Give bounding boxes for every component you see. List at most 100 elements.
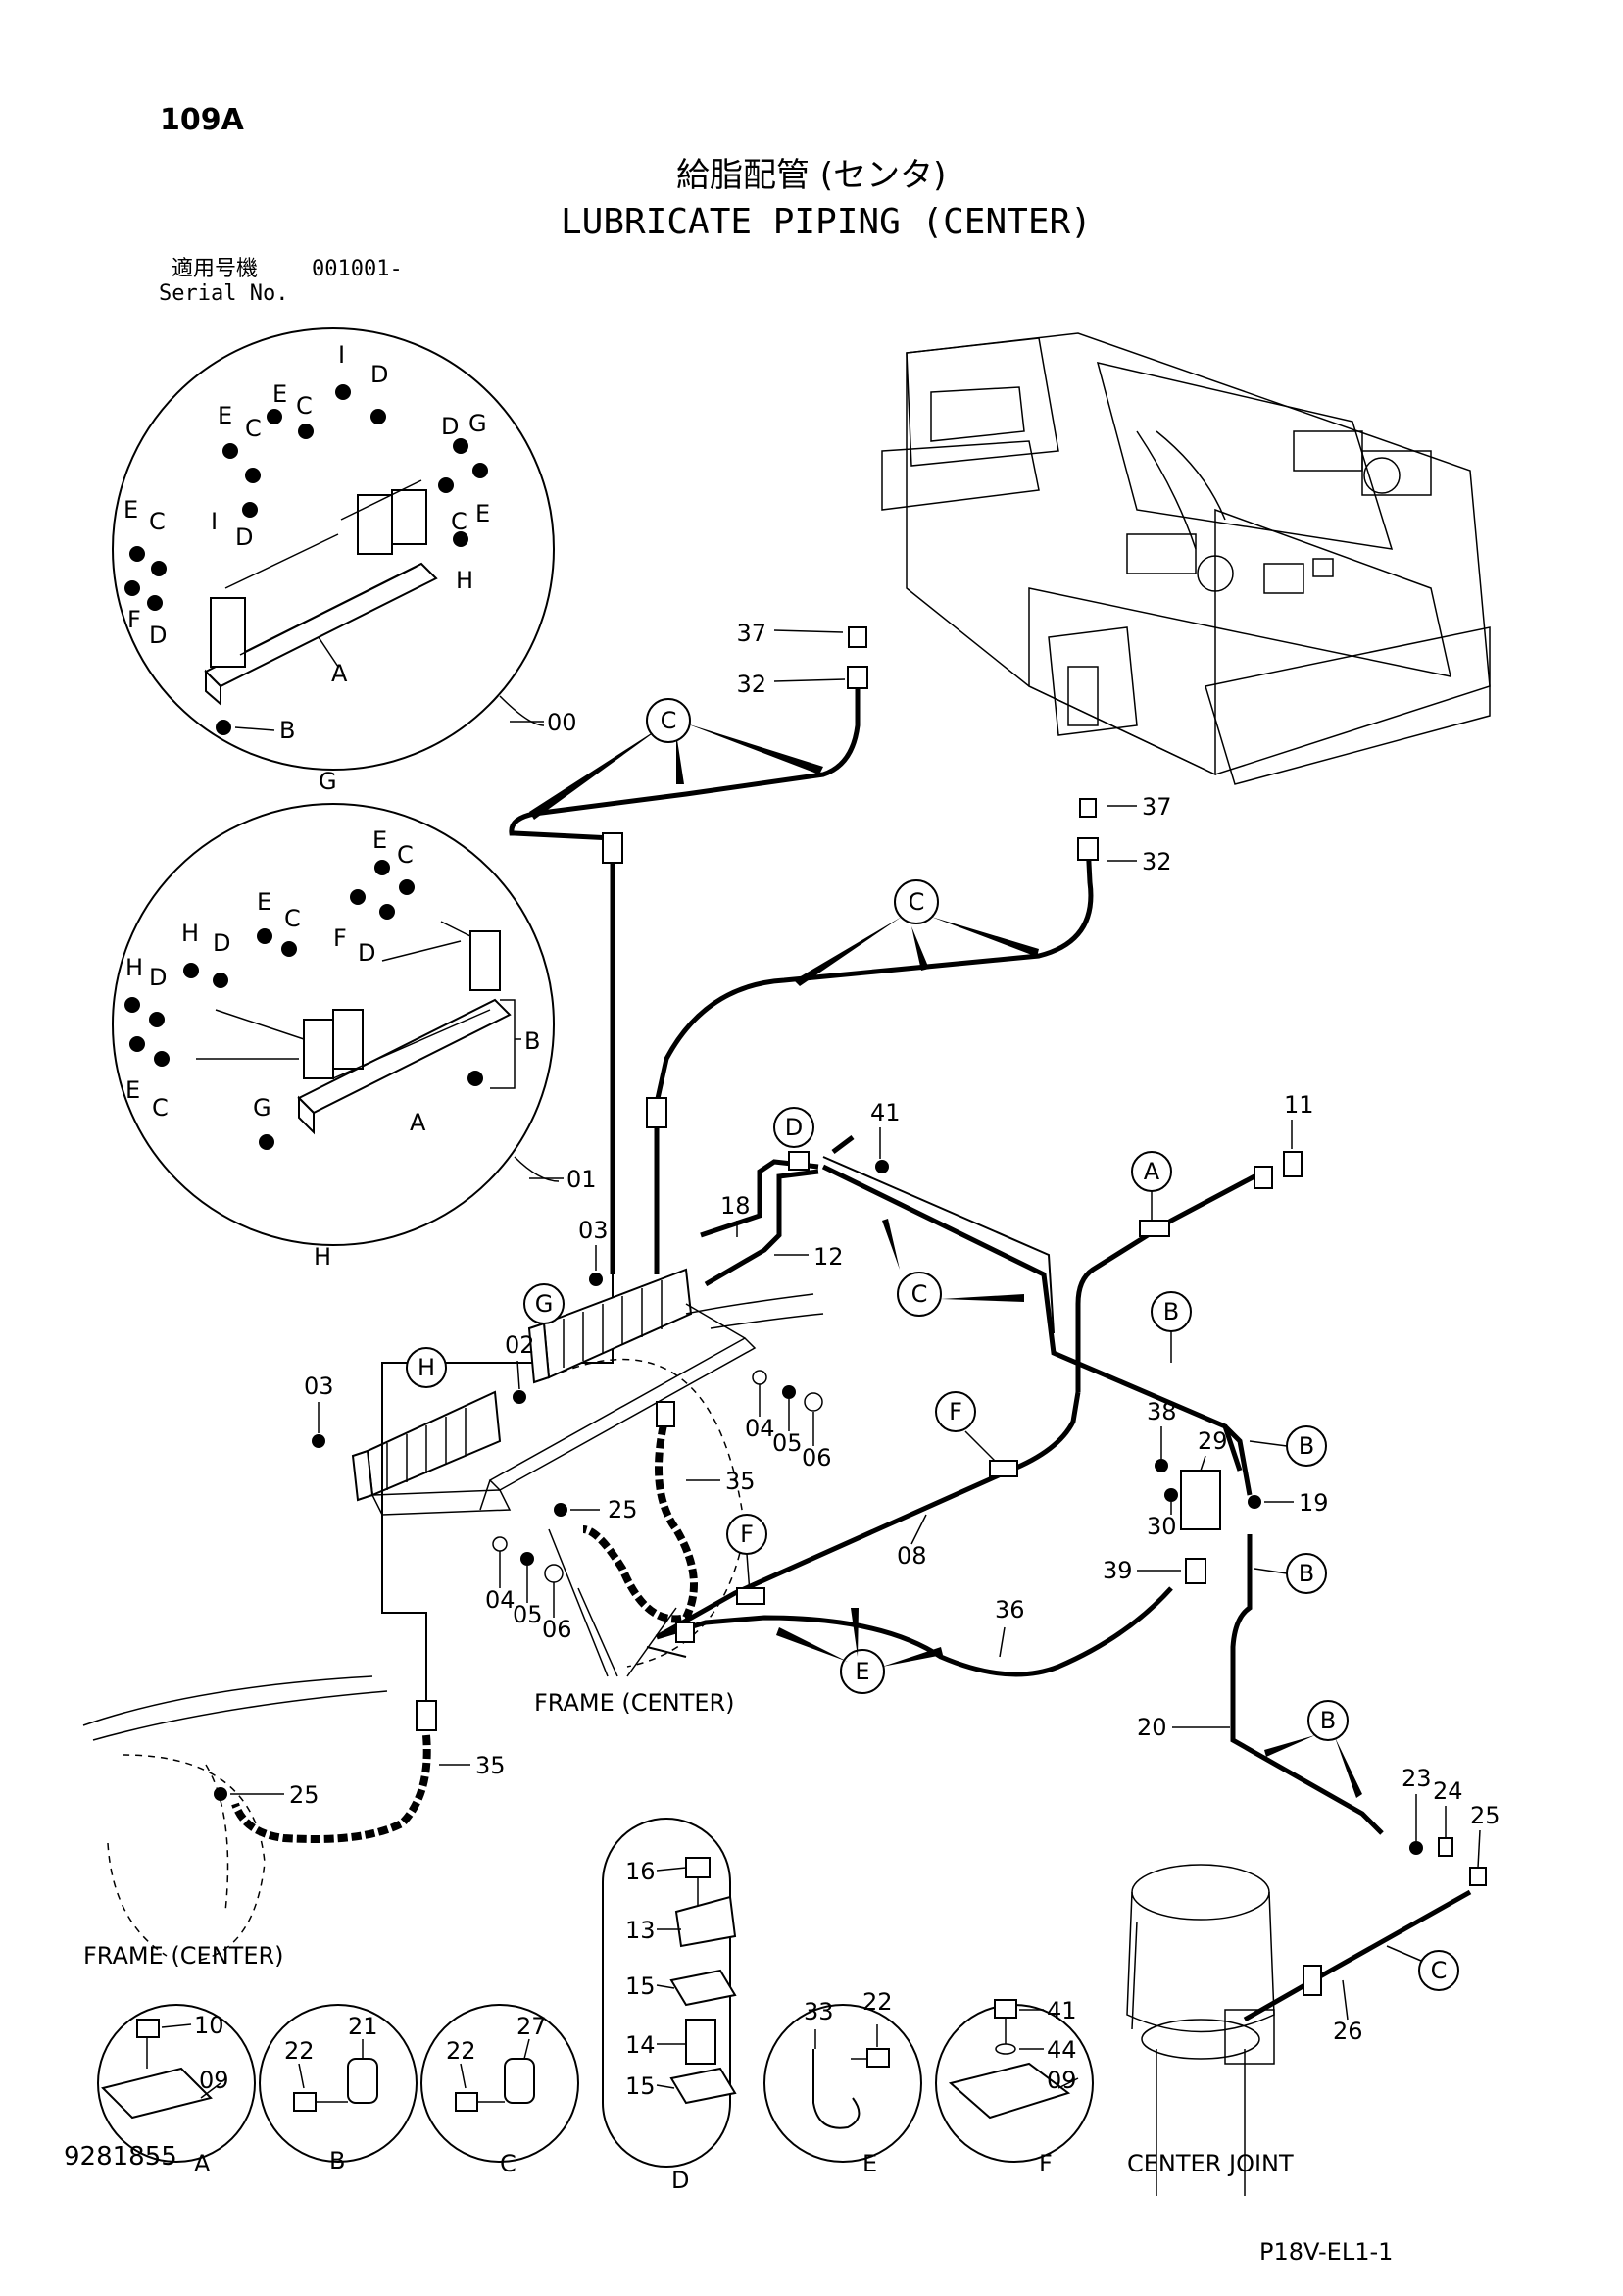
g-letter-c: C [245, 415, 262, 442]
part-04: 04 [485, 1586, 516, 1614]
callout-h: H [418, 1354, 435, 1381]
h-letter-e: E [372, 826, 387, 854]
part-32: 32 [736, 671, 766, 698]
g-letter-d: D [235, 524, 253, 551]
pipe-run-second: 37 32 C [646, 793, 1172, 1274]
g-letter-i: I [211, 508, 218, 535]
frame-center-label: FRAME (CENTER) [83, 1942, 284, 1970]
callout-b: B [1163, 1298, 1179, 1325]
frame-center-label: FRAME (CENTER) [534, 1689, 735, 1717]
inset-b-label: B [329, 2147, 345, 2174]
h-letter-b: B [524, 1027, 540, 1055]
part-11: 11 [1284, 1091, 1314, 1119]
inset-d-label: D [671, 2167, 689, 2194]
detail-circle-g: 00 G I D E E C C D G C E E C [112, 327, 577, 795]
g-letter-d: D [149, 622, 167, 649]
ref-00: 00 [547, 709, 577, 736]
callout-f: F [949, 1398, 962, 1425]
part-35: 35 [475, 1752, 506, 1779]
inset-f-part-44: 44 [1047, 2036, 1077, 2064]
detail-g-label: G [319, 768, 337, 795]
part-32: 32 [1142, 848, 1172, 875]
g-letter-e: E [475, 500, 490, 527]
inset-f-label: F [1039, 2150, 1053, 2177]
h-letter-f: F [333, 924, 347, 952]
g-letter-c: C [149, 508, 166, 535]
inset-c-part-22: 22 [446, 2037, 476, 2065]
part-30: 30 [1147, 1513, 1177, 1540]
callout-c: C [909, 888, 925, 916]
machine-overview [881, 332, 1491, 785]
inset-b-part-21: 21 [348, 2013, 378, 2040]
inset-f-part-41: 41 [1047, 1997, 1077, 2024]
g-letter-c: C [296, 392, 313, 420]
detail-h-label: H [314, 1243, 331, 1271]
inset-a-part-09: 09 [199, 2067, 229, 2094]
inset-e-part-22: 22 [862, 1988, 893, 2016]
inset-d-part-15: 15 [625, 2072, 656, 2100]
h-letter-g: G [253, 1094, 271, 1122]
lower-left-hose: 35 25 FRAME (CENTER) [82, 1441, 506, 1970]
part-36: 36 [995, 1596, 1025, 1623]
callout-b: B [1299, 1560, 1314, 1587]
h-letter-h: H [125, 954, 143, 981]
g-letter-d: D [370, 361, 388, 388]
inset-e-label: E [862, 2150, 877, 2177]
callout-a: A [1144, 1158, 1160, 1185]
detail-circle-h: 01 H E C E C F D H D H D B E C [112, 803, 597, 1271]
callout-g: G [535, 1290, 554, 1318]
inset-e-part-33: 33 [804, 1998, 834, 2025]
h-letter-d: D [149, 964, 167, 991]
part-03: 03 [578, 1217, 609, 1244]
g-letter-f: F [127, 606, 141, 633]
inset-a: 10 09 A [97, 2004, 256, 2177]
part-38: 38 [1147, 1398, 1177, 1425]
ref-01: 01 [566, 1166, 597, 1193]
inset-a-label: A [194, 2150, 211, 2177]
lower-piping: F 08 F 36 E [646, 1391, 1173, 1694]
g-letter-b: B [279, 717, 295, 744]
h-letter-c: C [152, 1094, 169, 1122]
g-letter-d: D [441, 413, 459, 440]
serial-label-en: Serial No. [159, 281, 288, 306]
g-letter-e: E [272, 380, 287, 408]
g-letter-a: A [331, 660, 348, 687]
part-18: 18 [720, 1192, 751, 1220]
inset-d: 16 13 15 14 15 D [602, 1818, 737, 2194]
part-35: 35 [725, 1468, 756, 1495]
inset-f-part-09: 09 [1047, 2067, 1077, 2094]
g-letter-g: G [468, 410, 487, 437]
g-letter-e: E [218, 402, 232, 429]
inset-e: 33 22 E [763, 1988, 922, 2177]
part-25: 25 [1470, 1802, 1500, 1829]
inset-b-part-22: 22 [284, 2037, 315, 2065]
inset-a-part-10: 10 [194, 2012, 224, 2039]
inset-d-part-14: 14 [625, 2031, 656, 2059]
pipe-run-upper: 37 32 C [381, 620, 868, 1441]
g-letter-c: C [451, 508, 467, 535]
callout-b: B [1299, 1432, 1314, 1460]
center-joint-label: CENTER JOINT [1127, 2150, 1294, 2177]
part-05: 05 [772, 1429, 803, 1457]
part-04: 04 [745, 1415, 775, 1442]
inset-d-part-15: 15 [625, 1972, 656, 2000]
callout-c: C [1431, 1957, 1448, 1984]
callout-d: D [785, 1114, 803, 1141]
sheet-code: P18V-EL1-1 [1259, 2238, 1393, 2266]
part-26: 26 [1333, 2018, 1363, 2045]
inset-c-part-27: 27 [516, 2013, 547, 2040]
part-29: 29 [1198, 1427, 1228, 1455]
part-37: 37 [736, 620, 766, 647]
inset-f: 41 44 09 F [935, 1997, 1094, 2177]
title-ja: 給脂配管 (センタ) [676, 156, 946, 195]
callout-f: F [740, 1521, 754, 1548]
center-assembly: G H 03 03 02 04 05 06 [304, 1217, 832, 1717]
h-letter-c: C [397, 841, 414, 869]
part-41: 41 [870, 1099, 901, 1126]
part-08: 08 [897, 1542, 927, 1570]
serial-value: 001001- [312, 257, 403, 281]
part-24: 24 [1433, 1777, 1463, 1805]
h-letter-e: E [257, 888, 271, 916]
part-25: 25 [608, 1496, 638, 1523]
